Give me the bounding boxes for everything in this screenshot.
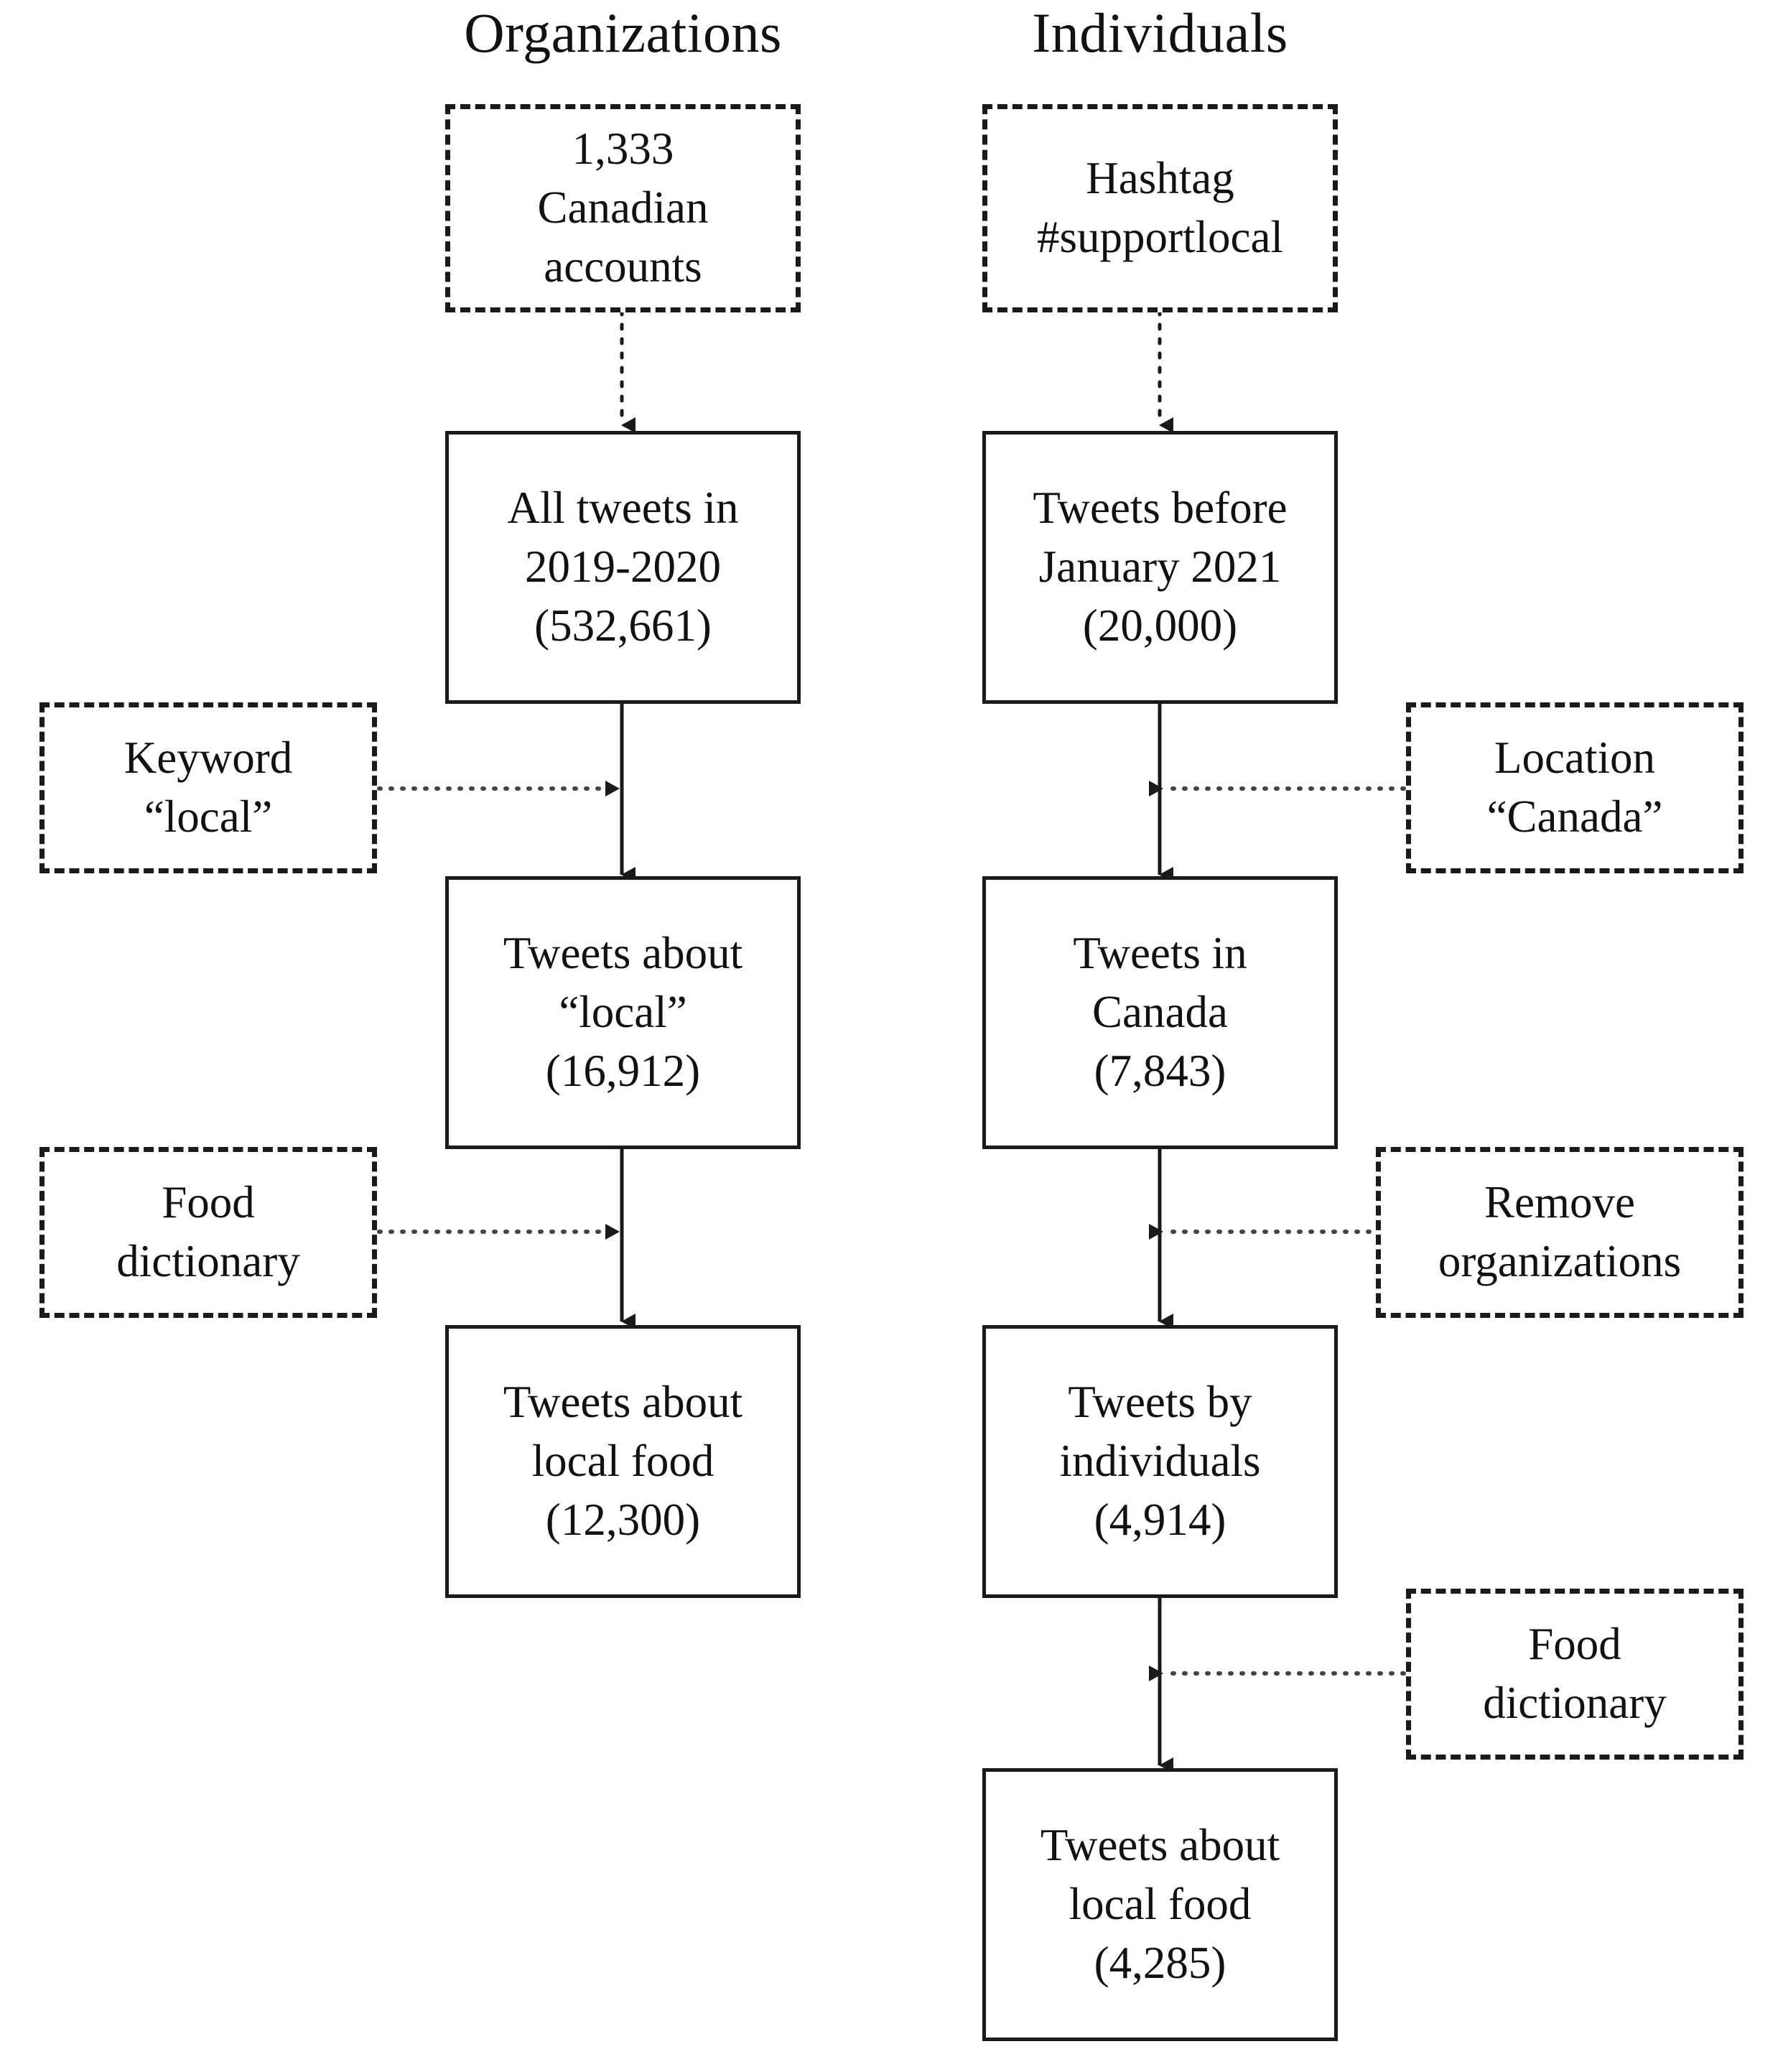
filter-line: “Canada” [1486, 791, 1663, 842]
node-org-all-tweets[interactable]: All tweets in 2019-2020 (532,661) [445, 431, 801, 704]
node-count: (4,285) [1094, 1937, 1226, 1988]
node-ind-source[interactable]: Hashtag #supportlocal [982, 104, 1338, 312]
filter-line: Food [162, 1177, 255, 1228]
node-line: Canadian [537, 182, 709, 233]
filter-line: organizations [1438, 1236, 1682, 1286]
column-header-individuals: Individuals [1032, 1, 1288, 64]
filter-remove-organizations[interactable]: Remove organizations [1376, 1147, 1744, 1318]
node-line: Tweets about [503, 1377, 743, 1428]
node-count: (532,661) [534, 600, 712, 651]
node-line: local food [531, 1436, 714, 1487]
node-count: (20,000) [1082, 600, 1238, 651]
filter-location-canada[interactable]: Location “Canada” [1406, 702, 1744, 873]
filter-food-dictionary-individuals[interactable]: Food dictionary [1406, 1589, 1744, 1760]
column-header-organizations: Organizations [464, 1, 782, 64]
filter-line: Location [1494, 733, 1655, 784]
node-line: accounts [544, 241, 702, 292]
filter-line: Remove [1484, 1177, 1635, 1228]
filter-food-dictionary-organizations[interactable]: Food dictionary [39, 1147, 377, 1318]
node-line: Tweets about [503, 928, 743, 979]
node-line: All tweets in [507, 483, 739, 534]
node-line: Tweets before [1033, 483, 1288, 534]
node-line: 2019-2020 [525, 542, 721, 593]
node-count: (7,843) [1094, 1045, 1226, 1096]
node-line: individuals [1059, 1436, 1261, 1487]
node-count: (12,300) [545, 1494, 701, 1545]
filter-line: dictionary [1483, 1678, 1667, 1728]
filter-line: Food [1528, 1619, 1621, 1670]
node-ind-tweets-about-local-food[interactable]: Tweets about local food (4,285) [982, 1768, 1338, 2041]
node-org-tweets-about-local-food[interactable]: Tweets about local food (12,300) [445, 1325, 801, 1598]
filter-line: dictionary [116, 1236, 300, 1286]
node-count: (4,914) [1094, 1494, 1226, 1545]
node-line: 1,333 [572, 124, 674, 175]
node-line: Canada [1092, 987, 1228, 1038]
filter-line: “local” [144, 791, 273, 842]
node-line: Hashtag [1086, 153, 1234, 204]
filter-line: Keyword [124, 733, 293, 784]
node-line: Tweets by [1068, 1377, 1252, 1428]
node-line: Tweets about [1040, 1820, 1280, 1871]
node-ind-tweets-in-canada[interactable]: Tweets in Canada (7,843) [982, 876, 1338, 1149]
node-line: January 2021 [1038, 542, 1282, 593]
node-line: #supportlocal [1037, 212, 1283, 262]
node-count: (16,912) [545, 1045, 701, 1096]
node-org-source[interactable]: 1,333 Canadian accounts [445, 104, 801, 312]
node-org-tweets-about-local[interactable]: Tweets about “local” (16,912) [445, 876, 801, 1149]
node-line: Tweets in [1073, 928, 1247, 979]
node-line: local food [1069, 1879, 1252, 1930]
filter-keyword-local[interactable]: Keyword “local” [39, 702, 377, 873]
node-ind-tweets-before-january[interactable]: Tweets before January 2021 (20,000) [982, 431, 1338, 704]
node-ind-tweets-by-individuals[interactable]: Tweets by individuals (4,914) [982, 1325, 1338, 1598]
node-line: “local” [559, 987, 687, 1038]
